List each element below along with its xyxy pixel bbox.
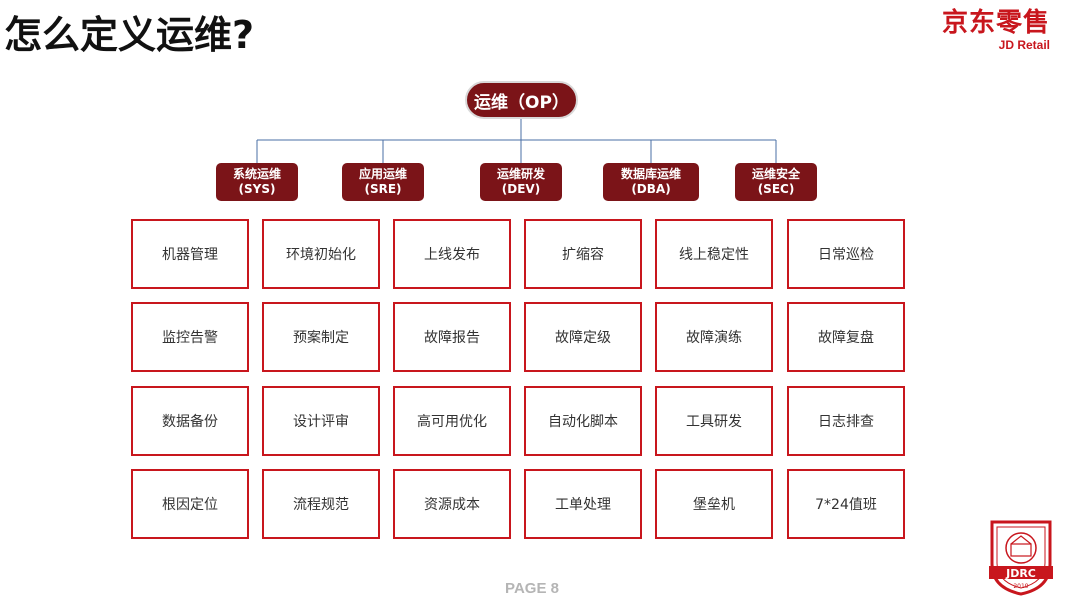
grid-cell: 根因定位 [131,469,249,539]
grid-cell: 故障演练 [655,302,773,372]
grid-cell: 堡垒机 [655,469,773,539]
grid-cell: 数据备份 [131,386,249,456]
grid-cell: 上线发布 [393,219,511,289]
grid-cell: 日志排查 [787,386,905,456]
grid-cell: 高可用优化 [393,386,511,456]
brand-name-en: JD Retail [998,38,1050,52]
grid-cell: 工具研发 [655,386,773,456]
category-name: 运维研发 [496,167,545,181]
grid-cell: 机器管理 [131,219,249,289]
page-title: 怎么定义运维? [4,13,255,57]
grid-cell: 流程规范 [262,469,380,539]
category-dba: 数据库运维 (DBA) [603,163,699,201]
jdrc-seal-logo: JDRC 2019 [989,520,1053,596]
grid-cell: 故障定级 [524,302,642,372]
grid-cell: 线上稳定性 [655,219,773,289]
category-code: (DBA) [631,182,671,196]
category-name: 运维安全 [751,167,800,181]
grid-cell: 工单处理 [524,469,642,539]
category-code: (SRE) [364,182,402,196]
grid-cell: 7*24值班 [787,469,905,539]
grid-cell: 监控告警 [131,302,249,372]
grid-cell: 资源成本 [393,469,511,539]
grid-cell: 环境初始化 [262,219,380,289]
category-sys: 系统运维 (SYS) [216,163,298,201]
page-number: PAGE 8 [505,580,559,597]
category-sec: 运维安全 (SEC) [735,163,817,201]
grid-cell: 自动化脚本 [524,386,642,456]
grid-cell: 设计评审 [262,386,380,456]
brand-name-cn: 京东零售 [941,8,1050,38]
seal-text: JDRC [1005,567,1036,580]
seal-year: 2019 [1013,583,1028,590]
grid-cell: 扩缩容 [524,219,642,289]
category-sre: 应用运维 (SRE) [342,163,424,201]
root-node-op: 运维（OP） [465,81,578,119]
category-name: 数据库运维 [620,167,681,181]
grid-cell: 故障复盘 [787,302,905,372]
grid-cell: 故障报告 [393,302,511,372]
grid-cell: 预案制定 [262,302,380,372]
category-name: 系统运维 [232,167,281,181]
brand-logo: 京东零售 JD Retail [942,8,1050,52]
category-code: (DEV) [501,182,541,196]
grid-cell: 日常巡检 [787,219,905,289]
category-name: 应用运维 [358,167,407,181]
category-code: (SEC) [757,182,795,196]
category-code: (SYS) [238,182,276,196]
category-dev: 运维研发 (DEV) [480,163,562,201]
